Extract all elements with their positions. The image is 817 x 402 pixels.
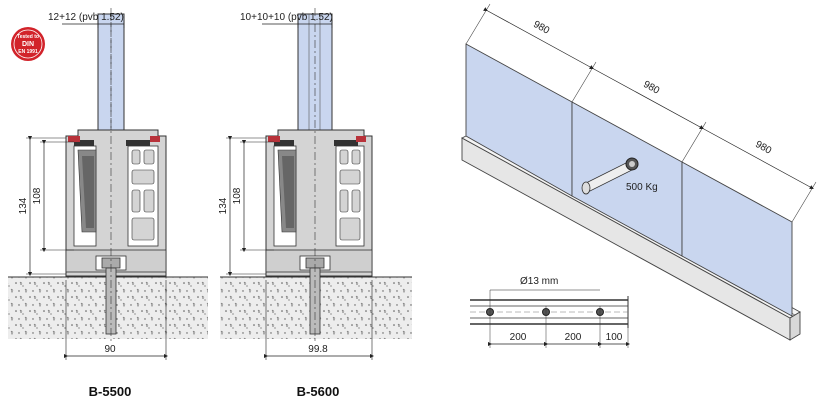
hole-spacing-2: 200 — [565, 332, 582, 343]
panel-width-2: 980 — [641, 79, 661, 97]
width-a: 90 — [104, 344, 116, 355]
load-test-cylinder — [581, 157, 639, 195]
height-outer-b: 134 — [218, 197, 229, 214]
certification-stamp: Tested to DIN EN 1991 — [11, 27, 45, 61]
stamp-line3: EN 1991 — [18, 49, 38, 55]
glass-thickness-a: 12+12 (pvb 1.52) — [48, 12, 124, 23]
model-b-label: B-5600 — [297, 384, 340, 399]
stamp-line2: DIN — [22, 41, 34, 48]
height-outer-a: 134 — [18, 197, 29, 214]
profile-b-section: 10+10+10 (pvb 1.52) 134 108 99.8 B-5600 — [218, 8, 412, 399]
profile-a-section: 12+12 (pvb 1.52) 134 108 90 B-5500 — [8, 8, 208, 399]
load-label: 500 Kg — [626, 182, 658, 193]
height-inner-a: 108 — [32, 187, 43, 204]
stamp-line1: Tested to — [17, 34, 39, 40]
hole-spacing-detail: Ø13 mm 200 200 100 — [470, 276, 631, 348]
model-a-label: B-5500 — [89, 384, 132, 399]
panel-width-1: 980 — [531, 19, 551, 37]
glass-panel-3 — [681, 161, 793, 317]
glass-thickness-b: 10+10+10 (pvb 1.52) — [240, 12, 333, 23]
glass-panels-3d: 980 980 980 500 Kg — [461, 3, 817, 341]
hole-spacing-1: 200 — [510, 332, 527, 343]
height-inner-b: 108 — [232, 187, 243, 204]
width-b: 99.8 — [308, 344, 328, 355]
hole-edge-distance: 100 — [606, 332, 623, 343]
panel-width-3: 980 — [753, 139, 773, 157]
hole-diameter: Ø13 mm — [520, 276, 558, 287]
